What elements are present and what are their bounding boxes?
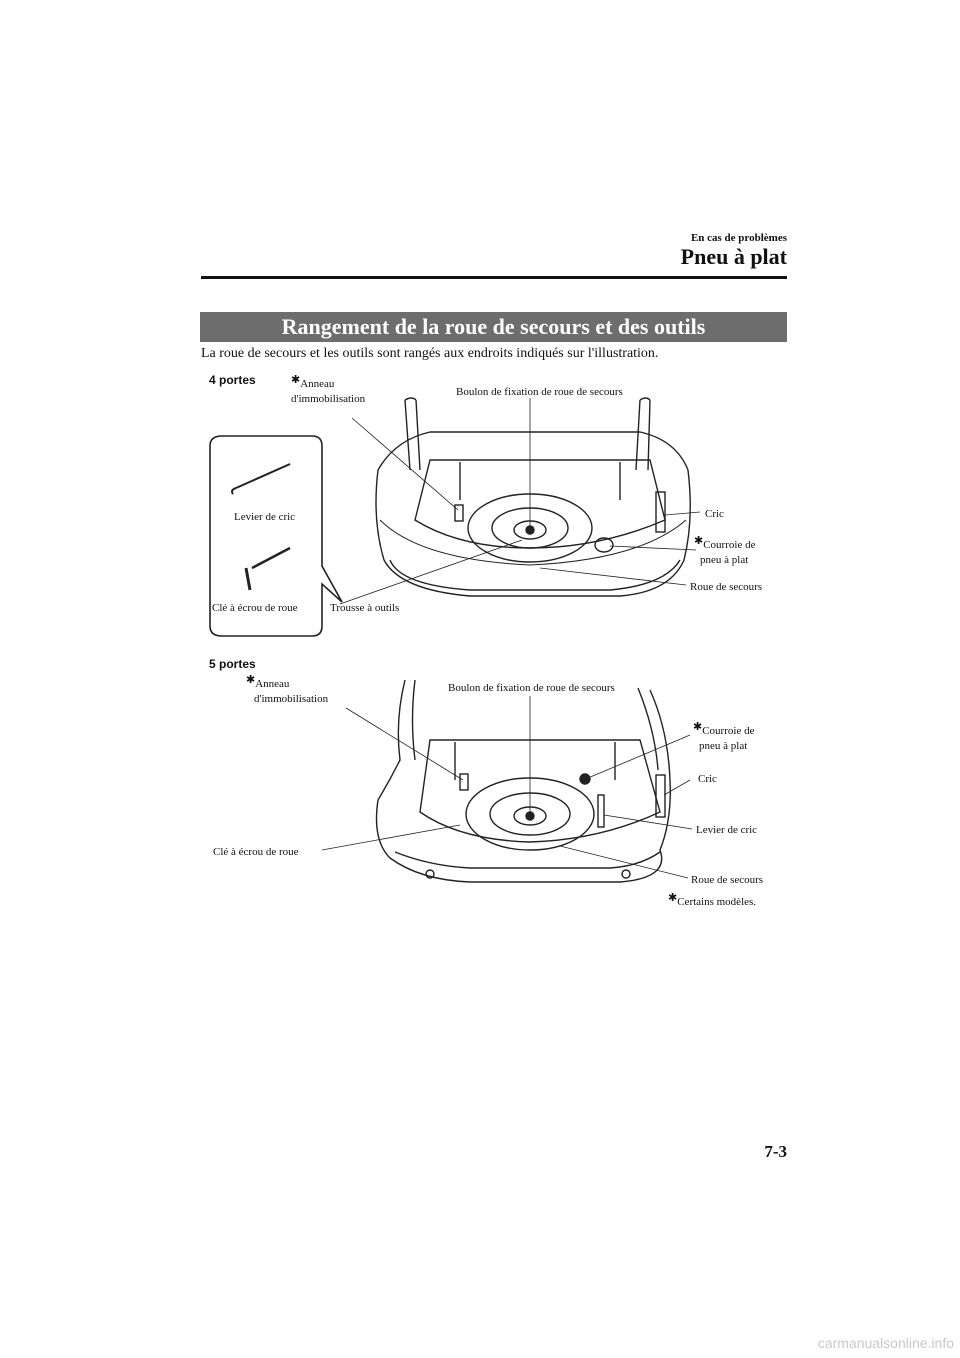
page-number: 7-3 — [764, 1142, 787, 1161]
figure2-label: 5 portes — [209, 657, 256, 671]
section-title: En cas de problèmes — [690, 232, 787, 244]
asterisk-icon: ✱ — [291, 373, 301, 386]
figure1-courroie-label: ✱Courroie de pneu à plat — [694, 534, 756, 566]
sedan-trunk-drawing — [375, 397, 691, 597]
figure2-anneau-label: ✱Anneau d'immobilisation — [246, 673, 329, 705]
figure1-roue-label: Roue de secours — [690, 581, 763, 593]
footnote: ✱Certains modèles. — [668, 891, 757, 908]
figure1-boulon-label: Boulon de fixation de roue de secours — [456, 386, 623, 398]
figure1-cle-label: Clé à écrou de roue — [212, 602, 298, 614]
asterisk-icon: ✱ — [694, 534, 704, 547]
hatchback-trunk-drawing — [375, 679, 671, 883]
figure1-cric-label: Cric — [705, 508, 724, 520]
figure2-courroie-label: ✱Courroie de pneu à plat — [693, 720, 755, 752]
figure2-cle-label: Clé à écrou de roue — [213, 846, 299, 858]
watermark: carmanualsonline.info — [817, 1335, 954, 1351]
tools-callout-bubble — [209, 435, 343, 637]
figure1-label: 4 portes — [209, 373, 256, 387]
section-banner: Rangement de la roue de secours et des o… — [200, 312, 787, 342]
figure2-levier-label: Levier de cric — [696, 824, 758, 836]
figure2-cric-label: Cric — [698, 773, 717, 785]
header-rule — [201, 276, 787, 279]
asterisk-icon: ✱ — [246, 673, 256, 686]
page-title: Pneu à plat — [680, 244, 787, 269]
figure1-levier-label: Levier de cric — [234, 511, 296, 523]
figure2-roue-label: Roue de secours — [691, 874, 764, 886]
figure2-boulon-label: Boulon de fixation de roue de secours — [448, 682, 615, 694]
intro-paragraph: La roue de secours et les outils sont ra… — [201, 346, 659, 361]
asterisk-icon: ✱ — [668, 891, 678, 904]
figure1-trousse-label: Trousse à outils — [330, 602, 400, 614]
asterisk-icon: ✱ — [693, 720, 703, 733]
figure1-anneau-label: ✱Anneau d'immobilisation — [291, 373, 366, 405]
